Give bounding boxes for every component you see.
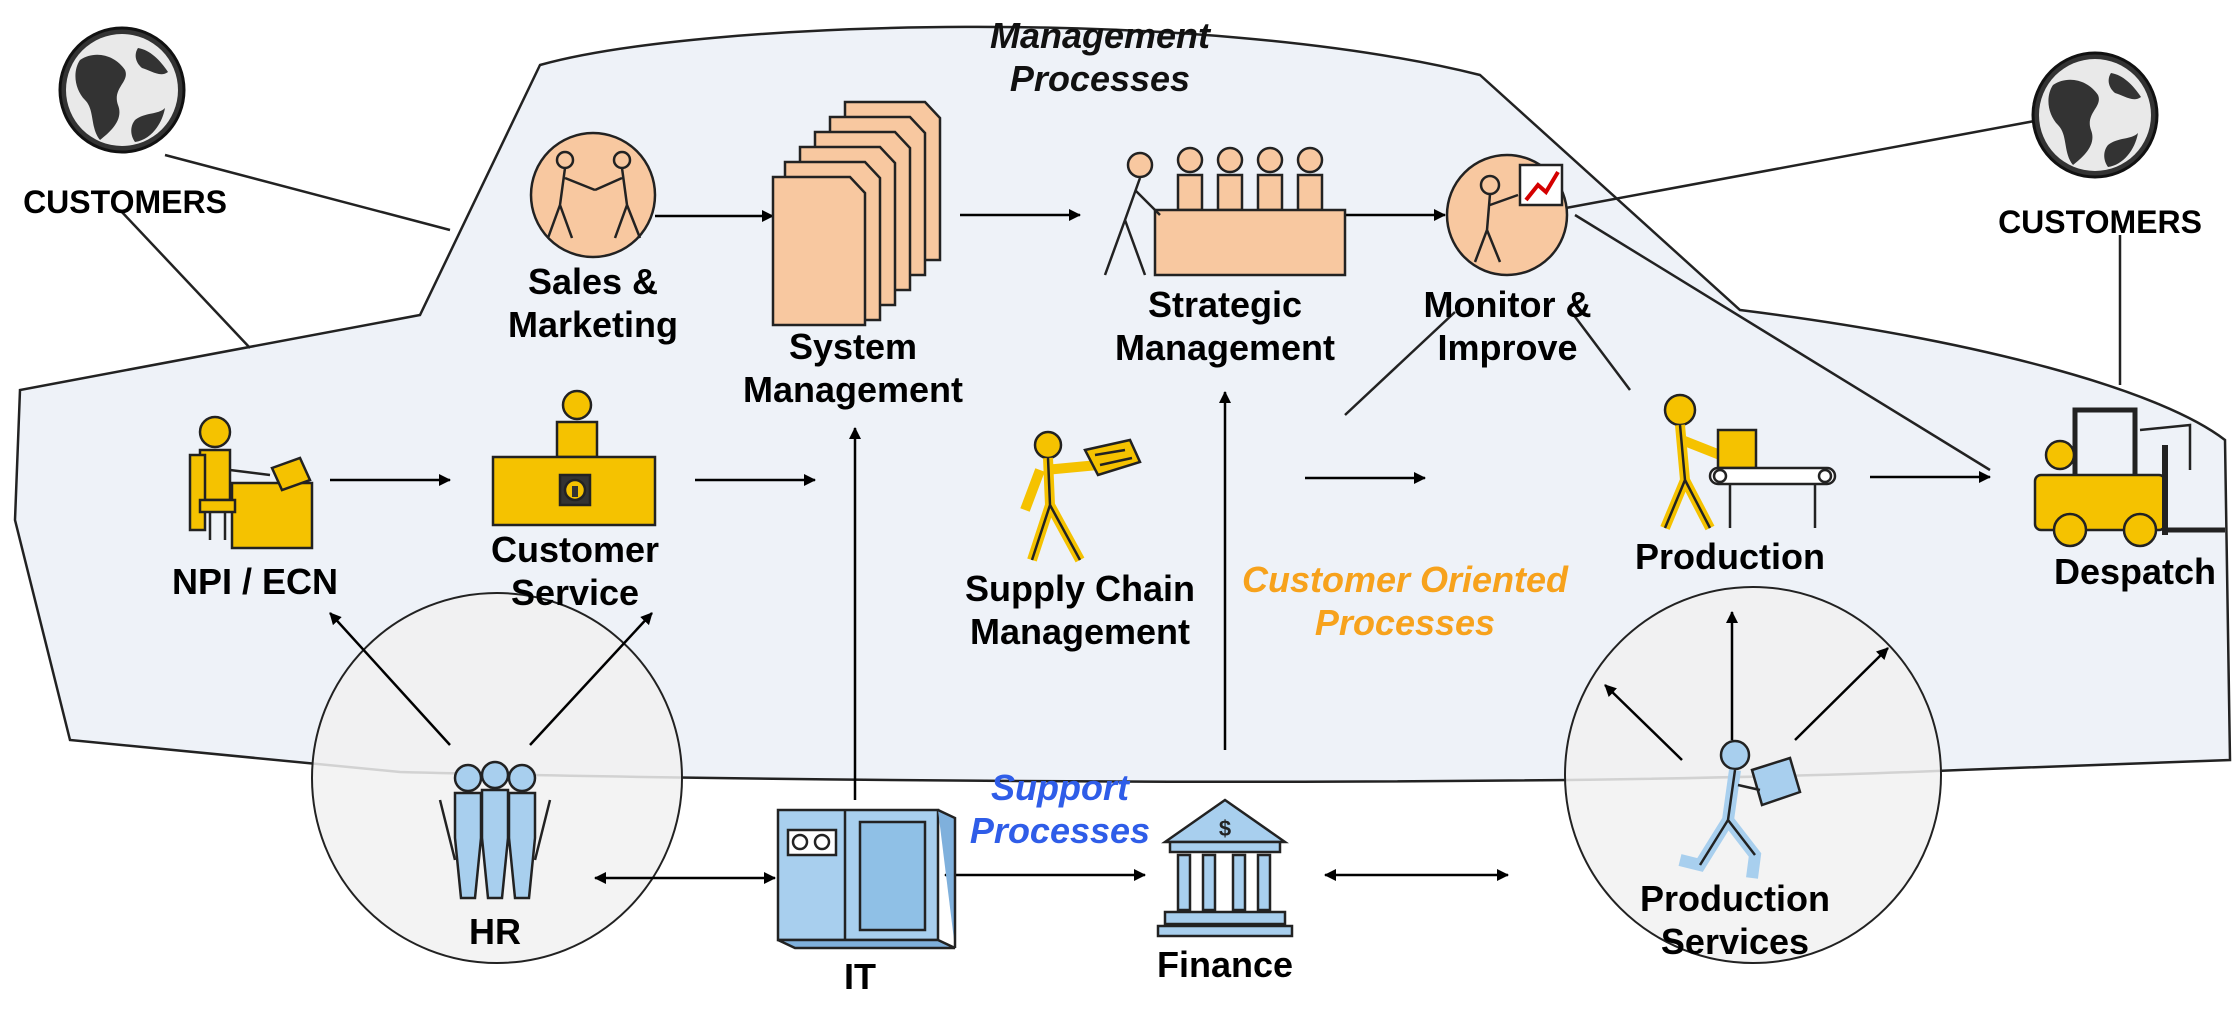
conveyor-worker-icon <box>1660 393 1837 531</box>
customer-oriented-processes-label: Customer Oriented Processes <box>1215 558 1595 644</box>
management-processes-line2: Processes <box>1009 58 1191 100</box>
customer-oriented-line2: Processes <box>1314 602 1496 644</box>
customer-service-line2: Service <box>510 572 640 614</box>
sales-marketing-line2: Marketing <box>507 304 679 346</box>
bank-building-icon: $ <box>1156 798 1294 938</box>
customer-oriented-line1: Customer Oriented <box>1241 559 1569 600</box>
production-label: Production <box>1635 536 1825 577</box>
supply-chain-line1: Supply Chain <box>964 568 1195 609</box>
server-cabinet-icon <box>776 808 957 950</box>
forklift-icon <box>2033 407 2225 548</box>
supply-chain-management-label: Supply Chain Management <box>935 567 1225 653</box>
customer-lines <box>119 118 2122 472</box>
sales-marketing-line1: Sales & <box>527 261 659 302</box>
customer-service-line1: Customer <box>490 529 660 570</box>
presenter-chart-icon <box>1445 153 1569 277</box>
information-desk-icon <box>491 389 657 527</box>
worker-carrying-box-icon <box>1678 739 1802 879</box>
strategic-management-line2: Management <box>1114 327 1336 369</box>
support-processes-line2: Processes <box>969 810 1151 852</box>
customer-service-label: Customer Service <box>465 528 685 614</box>
document-stack-icon <box>771 100 942 327</box>
globe-icon <box>2031 51 2159 179</box>
boardroom-meeting-icon <box>1103 146 1347 277</box>
customers-right-label: CUSTOMERS <box>1998 204 2202 240</box>
system-management-line2: Management <box>742 369 964 411</box>
customers-left-label: CUSTOMERS <box>23 184 227 220</box>
handshake-icon <box>529 131 657 259</box>
it-label: IT <box>844 956 876 997</box>
desk-worker-icon <box>188 415 314 550</box>
despatch-label: Despatch <box>2053 551 2217 592</box>
supply-chain-line2: Management <box>969 611 1191 653</box>
strategic-management-label: Strategic Management <box>1090 283 1360 369</box>
support-processes-line1: Support <box>991 767 1129 808</box>
monitor-improve-line2: Improve <box>1437 327 1578 369</box>
money-carrier-icon <box>1020 430 1142 563</box>
management-processes-line1: Management <box>989 15 1211 56</box>
support-processes-label: Support Processes <box>945 766 1175 852</box>
monitor-improve-line1: Monitor & <box>1423 284 1592 325</box>
hr-label: HR <box>469 911 521 952</box>
production-services-line2: Services <box>1660 921 1810 963</box>
management-processes-label: Management Processes <box>950 14 1250 100</box>
system-management-line1: System <box>788 326 918 367</box>
svg-text:$: $ <box>1219 816 1231 841</box>
monitor-improve-label: Monitor & Improve <box>1400 283 1615 369</box>
globe-icon <box>58 26 186 154</box>
flow-arrows <box>329 209 1991 800</box>
system-management-label: System Management <box>718 325 988 411</box>
production-services-label: Production Services <box>1620 877 1850 963</box>
production-services-line1: Production <box>1640 878 1830 919</box>
people-group-icon <box>438 760 552 900</box>
sales-marketing-label: Sales & Marketing <box>493 260 693 346</box>
finance-label: Finance <box>1156 944 1294 985</box>
support-double-arrows <box>594 869 1509 884</box>
npi-ecn-label: NPI / ECN <box>171 561 339 602</box>
strategic-management-line1: Strategic <box>1147 284 1303 325</box>
